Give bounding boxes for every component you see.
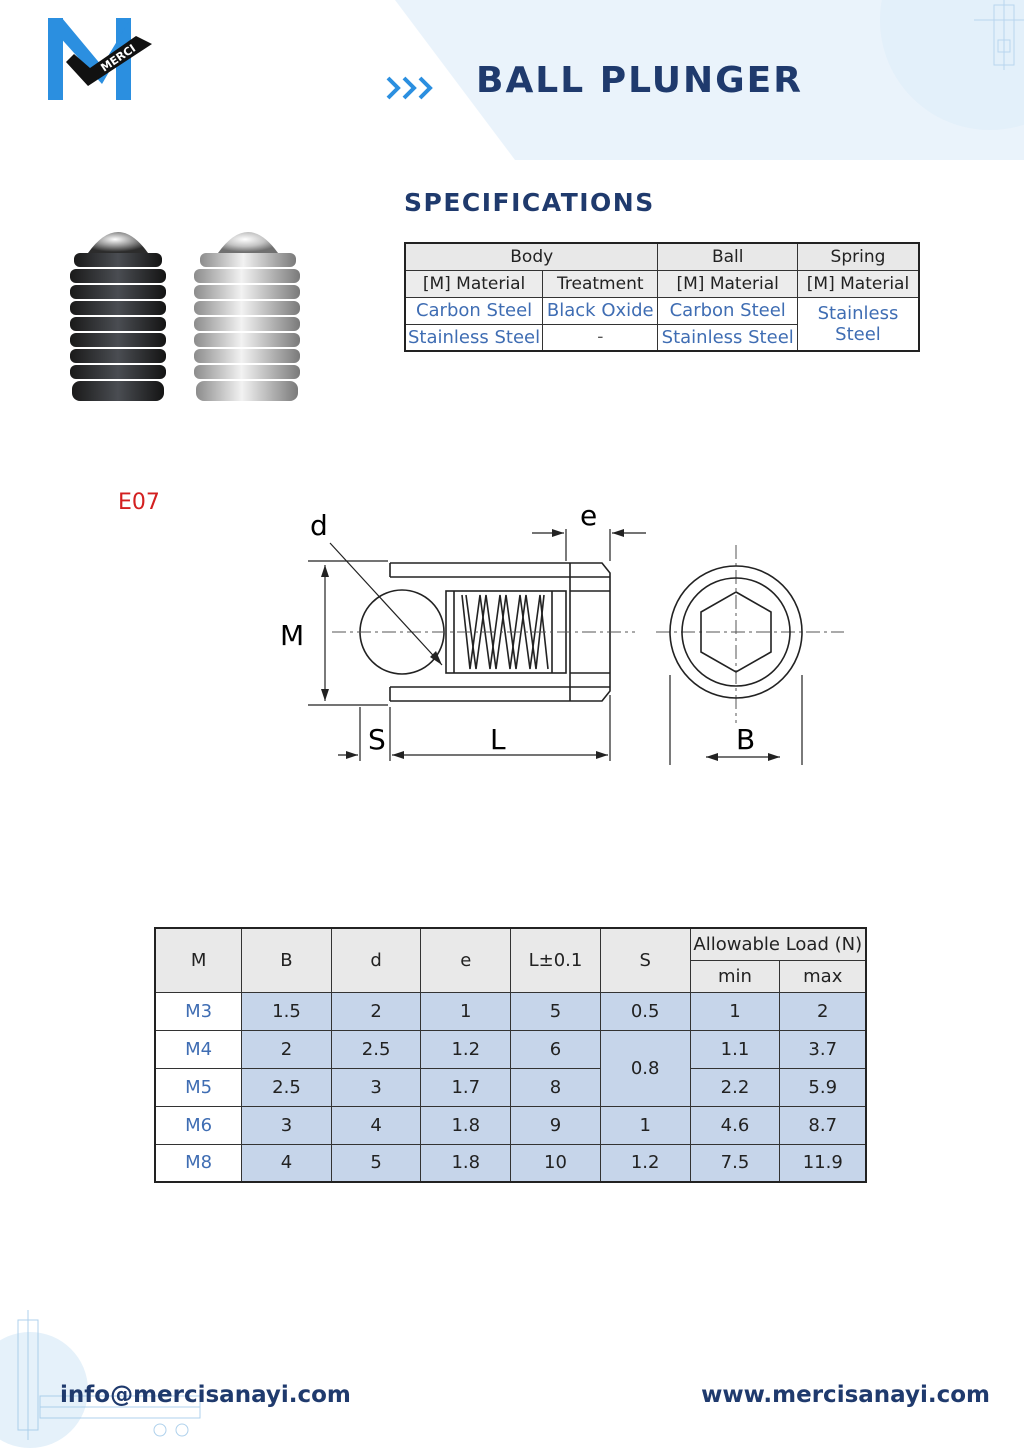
table-row: M8 4 5 1.8 10 1.2 7.5 11.9	[154, 1143, 867, 1183]
cell-min: 2.2	[689, 1067, 781, 1107]
table-row: M5 2.5 3 1.7 8 2.2 5.9	[154, 1067, 867, 1107]
col-spring-material: [M] Material	[796, 269, 920, 298]
cell-e: 1.7	[420, 1067, 512, 1107]
dimension-table: M B d e L±0.1 S Allowable Load (N) min m…	[154, 927, 867, 1183]
cell-m: M4	[154, 1029, 243, 1069]
cell-l: 10	[510, 1143, 601, 1183]
chevron-arrows-icon	[386, 76, 433, 100]
technical-drawing: d e M S L B	[280, 499, 844, 765]
cell-e: 1.8	[420, 1105, 512, 1145]
treatment-cell: -	[542, 323, 659, 352]
stainless-plunger	[194, 232, 300, 401]
cell-m: M3	[154, 991, 243, 1031]
cell-d: 5	[330, 1143, 422, 1183]
cell-max: 5.9	[779, 1067, 867, 1107]
ball-material-cell: Stainless Steel	[657, 323, 798, 352]
body-material-cell: Stainless Steel	[404, 323, 544, 352]
drawing-code: E07	[118, 490, 160, 515]
group-ball: Ball	[657, 242, 798, 271]
label-m: M	[280, 619, 304, 652]
black-plunger	[70, 232, 166, 401]
footer-website-link[interactable]: www.mercisanayi.com	[701, 1382, 990, 1408]
cell-s: 1.2	[599, 1143, 691, 1183]
label-l: L	[490, 723, 506, 756]
spring-material-line2: Steel	[835, 323, 881, 345]
cell-l: 8	[510, 1067, 601, 1107]
cell-s: 0.8	[599, 1029, 691, 1107]
group-spring: Spring	[796, 242, 920, 271]
cell-max: 8.7	[779, 1105, 867, 1145]
spring-material-line1: Stainless	[817, 302, 899, 324]
cell-d: 2.5	[330, 1029, 422, 1069]
page-title: BALL PLUNGER	[476, 60, 803, 101]
header-l: L±0.1	[510, 927, 601, 993]
cell-l: 9	[510, 1105, 601, 1145]
cell-l: 6	[510, 1029, 601, 1069]
label-s: S	[368, 723, 386, 756]
cell-s: 0.5	[599, 991, 691, 1031]
col-body-treatment: Treatment	[542, 269, 659, 298]
table-row: M3 1.5 2 1 5 0.5 1 2	[154, 991, 867, 1031]
merci-logo: MERCI	[48, 18, 152, 100]
header-load-min: min	[689, 959, 781, 993]
cell-m: M8	[154, 1143, 243, 1183]
header-allowable-load: Allowable Load (N)	[689, 927, 867, 961]
cell-e: 1.2	[420, 1029, 512, 1069]
cell-b: 1.5	[241, 991, 332, 1031]
group-body: Body	[404, 242, 659, 271]
cell-min: 1	[689, 991, 781, 1031]
cell-d: 2	[330, 991, 422, 1031]
cell-l: 5	[510, 991, 601, 1031]
label-e: e	[580, 499, 597, 532]
header-b: B	[241, 927, 332, 993]
cell-max: 2	[779, 991, 867, 1031]
cell-b: 4	[241, 1143, 332, 1183]
ball-plunger-photo	[70, 232, 300, 401]
cell-e: 1.8	[420, 1143, 512, 1183]
cell-s: 1	[599, 1105, 691, 1145]
header-s: S	[599, 927, 691, 993]
label-d: d	[310, 509, 328, 542]
cell-b: 3	[241, 1105, 332, 1145]
cell-min: 4.6	[689, 1105, 781, 1145]
ball-material-cell: Carbon Steel	[657, 296, 798, 325]
header-load-max: max	[779, 959, 867, 993]
cell-b: 2.5	[241, 1067, 332, 1107]
cell-b: 2	[241, 1029, 332, 1069]
cell-max: 3.7	[779, 1029, 867, 1069]
col-ball-material: [M] Material	[657, 269, 798, 298]
cell-max: 11.9	[779, 1143, 867, 1183]
treatment-cell: Black Oxide	[542, 296, 659, 325]
header-e: e	[420, 927, 512, 993]
header-d: d	[330, 927, 422, 993]
cell-e: 1	[420, 991, 512, 1031]
specifications-heading: SPECIFICATIONS	[404, 188, 655, 217]
header-m: M	[154, 927, 243, 993]
cell-m: M5	[154, 1067, 243, 1107]
cell-m: M6	[154, 1105, 243, 1145]
table-row: M6 3 4 1.8 9 1 4.6 8.7	[154, 1105, 867, 1145]
cell-min: 7.5	[689, 1143, 781, 1183]
material-spec-table: Body Ball Spring [M] Material Treatment …	[404, 242, 920, 352]
table-row: M4 2 2.5 1.2 6 0.8 1.1 3.7	[154, 1029, 867, 1107]
col-body-material: [M] Material	[404, 269, 544, 298]
label-b: B	[736, 723, 755, 756]
body-material-cell: Carbon Steel	[404, 296, 544, 325]
blueprint-decoration	[974, 0, 1024, 70]
blueprint-decoration	[0, 1310, 201, 1448]
footer-email-link[interactable]: info@mercisanayi.com	[60, 1382, 351, 1408]
cell-d: 4	[330, 1105, 422, 1145]
cell-min: 1.1	[689, 1029, 781, 1069]
cell-d: 3	[330, 1067, 422, 1107]
spring-material-cell: Stainless Steel	[796, 296, 920, 352]
